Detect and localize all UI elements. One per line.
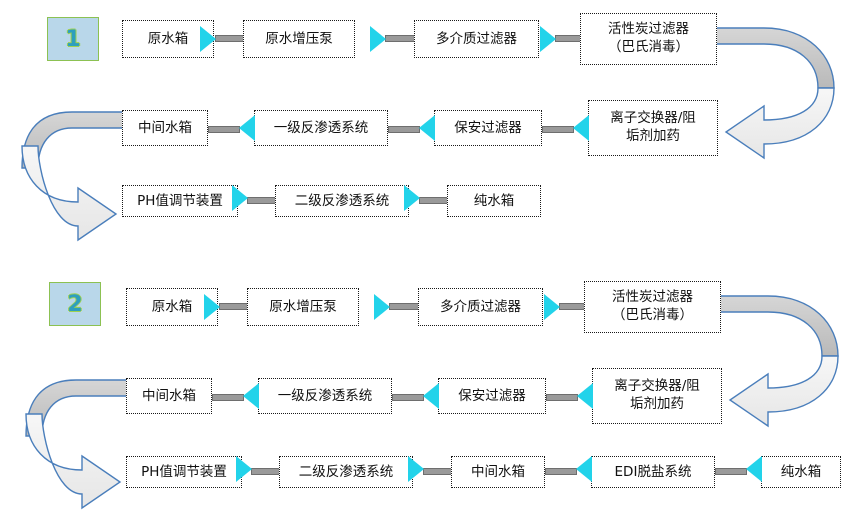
node-ph-adjustment-device-d2r3[interactable]: PH值调节装置 (126, 456, 242, 488)
diagram-number-badge-2: 2 (49, 282, 101, 326)
connector-bar (212, 394, 244, 401)
connector-bar (546, 394, 578, 401)
node-raw-water-booster-pump-d1r1[interactable]: 原水增压泵 (243, 20, 355, 58)
arrow-right-icon (404, 185, 420, 211)
connector-bar (392, 394, 424, 401)
node-ph-adjustment-device-d1r3[interactable]: PH值调节装置 (122, 185, 238, 217)
connector-bar (208, 126, 240, 133)
node-security-filter-d1r2[interactable]: 保安过滤器 (434, 110, 542, 146)
node-raw-water-tank-d1r1[interactable]: 原水箱 (122, 20, 214, 58)
node-first-ro-system-d2r2[interactable]: 一级反渗透系统 (258, 378, 392, 414)
connector-bar (385, 35, 417, 42)
node-second-ro-system-d2r3[interactable]: 二级反渗透系统 (279, 456, 413, 488)
arrow-left-icon (577, 383, 593, 409)
arrow-left-icon (419, 115, 435, 141)
node-ion-exchanger-antiscalant-d1r2[interactable]: 离子交换器/阻 垢剂加药 (588, 100, 718, 156)
node-activated-carbon-filter-d2r1[interactable]: 活性炭过滤器 （巴氏消毒） (584, 281, 721, 333)
arrow-right-icon (204, 294, 220, 320)
node-raw-water-tank-d2r1[interactable]: 原水箱 (126, 288, 218, 326)
node-intermediate-tank-d1r2[interactable]: 中间水箱 (122, 110, 208, 146)
loop-arrow-right-d2 (710, 294, 850, 428)
arrow-right-icon (544, 294, 560, 320)
node-multimedia-filter-d2r1[interactable]: 多介质过滤器 (418, 288, 543, 326)
arrow-left-icon (423, 383, 439, 409)
arrow-right-icon (408, 456, 424, 482)
connector-bar (389, 303, 421, 310)
diagram-number-badge-1: 1 (47, 17, 99, 61)
arrow-right-icon (374, 294, 390, 320)
arrow-left-icon (573, 115, 589, 141)
loop-arrow-left-d1 (21, 108, 178, 242)
node-edi-desalination-system-d2r3[interactable]: EDI脱盐系统 (591, 456, 715, 488)
arrow-left-icon (239, 115, 255, 141)
arrow-right-icon (540, 26, 556, 52)
loop-arrow-right-d1 (706, 26, 846, 160)
arrow-right-icon (236, 456, 252, 482)
node-pure-water-tank-d2r3[interactable]: 纯水箱 (761, 456, 841, 488)
arrow-right-icon (232, 185, 248, 211)
node-activated-carbon-filter-d1r1[interactable]: 活性炭过滤器 （巴氏消毒） (580, 13, 717, 65)
loop-arrow-left-d2 (25, 376, 182, 510)
connector-bar (715, 468, 747, 475)
connector-bar (545, 468, 577, 475)
arrow-right-icon (200, 26, 216, 52)
node-first-ro-system-d1r2[interactable]: 一级反渗透系统 (254, 110, 388, 146)
node-ion-exchanger-antiscalant-d2r2[interactable]: 离子交换器/阻 垢剂加药 (592, 368, 722, 424)
connector-bar (542, 126, 574, 133)
arrow-left-icon (746, 456, 762, 482)
node-intermediate-tank-d2r2[interactable]: 中间水箱 (126, 378, 212, 414)
arrow-right-icon (370, 26, 386, 52)
node-security-filter-d2r2[interactable]: 保安过滤器 (438, 378, 546, 414)
arrow-left-icon (243, 383, 259, 409)
node-intermediate-tank-d2r3[interactable]: 中间水箱 (451, 456, 545, 488)
node-raw-water-booster-pump-d2r1[interactable]: 原水增压泵 (247, 288, 359, 326)
node-pure-water-tank-d1r3[interactable]: 纯水箱 (447, 185, 541, 217)
node-second-ro-system-d1r3[interactable]: 二级反渗透系统 (275, 185, 409, 217)
node-multimedia-filter-d1r1[interactable]: 多介质过滤器 (414, 20, 539, 58)
arrow-left-icon (576, 456, 592, 482)
connector-bar (388, 126, 420, 133)
